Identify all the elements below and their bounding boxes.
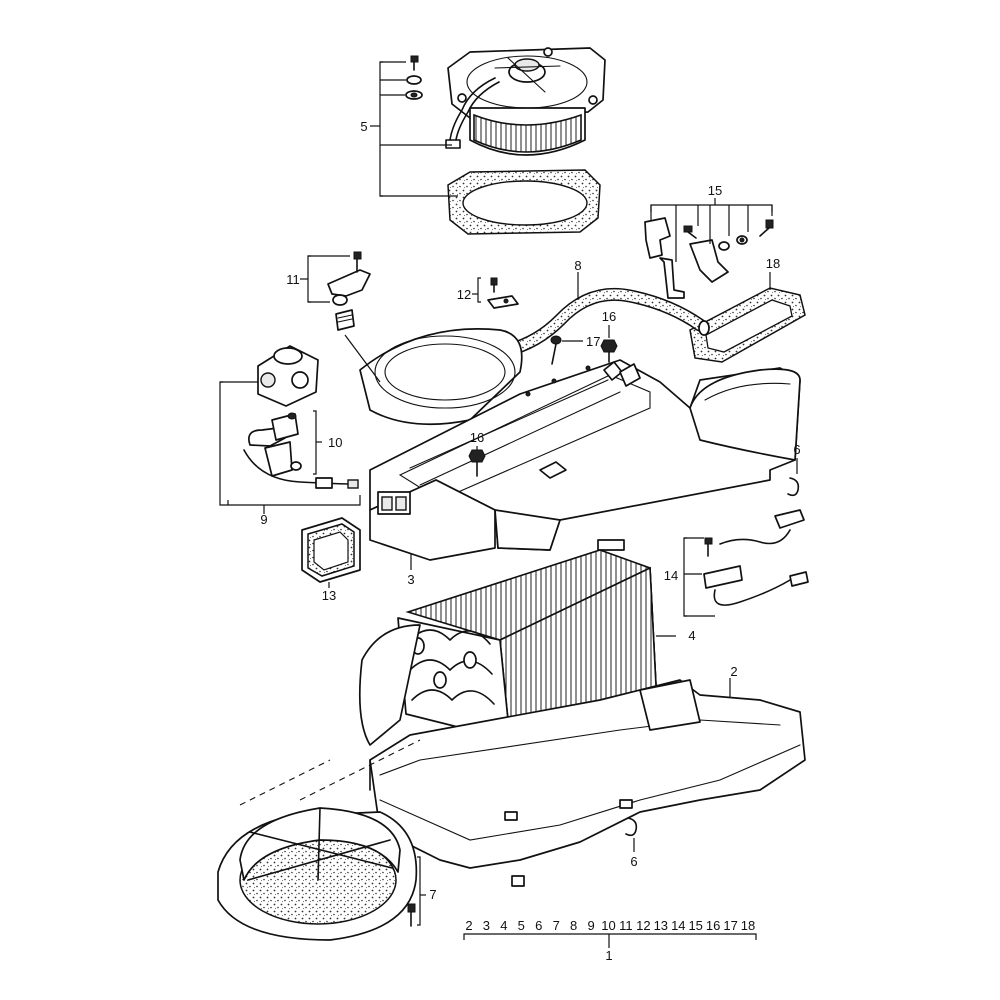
assembly-item: 16 [706,918,720,933]
callout-9: 9 [260,512,267,527]
assembly-item: 12 [636,918,650,933]
callout-18: 18 [766,256,780,271]
assembly-item: 5 [518,918,525,933]
assembly-item: 8 [570,918,577,933]
filter-block [301,517,361,583]
assembly-list: 2 3 4 5 6 7 8 9 10 11 12 13 14 15 16 17 … [463,918,757,948]
blower-gasket [447,169,601,235]
assembly-item: 14 [671,918,685,933]
sensor-clip [487,277,519,309]
blower-motor-assembly [445,47,606,156]
assembly-item: 4 [500,918,507,933]
callout-16-lower: 16 [470,430,484,445]
callout-7: 7 [429,887,436,902]
screw-16-upper [600,339,618,363]
callout-13: 13 [322,588,336,603]
assembly-item: 3 [483,918,490,933]
callout-6-lower: 6 [630,854,637,869]
callout-17: 17 [586,334,600,349]
callout-10: 10 [328,435,342,450]
blower-fasteners [405,55,423,100]
callout-1: 1 [605,948,612,963]
callout-4: 4 [688,628,695,643]
callout-labels: 1 2 3 4 5 6 6 7 8 9 10 11 12 13 14 15 16… [260,119,800,963]
callout-2: 2 [730,664,737,679]
callout-6-upper: 6 [793,442,800,457]
assembly-item: 7 [553,918,560,933]
upper-housing [359,328,801,561]
callout-8: 8 [574,258,581,273]
assembly-item: 2 [465,918,472,933]
clip-upper [787,477,800,497]
assembly-item: 13 [654,918,668,933]
assembly-item: 17 [723,918,737,933]
temperature-sensor [703,509,809,606]
bracket-set [644,217,774,299]
callout-15: 15 [708,183,722,198]
assembly-item: 9 [587,918,594,933]
callout-3: 3 [407,572,414,587]
clip-lower [625,817,638,837]
screw-17 [550,335,562,365]
control-valve [243,345,359,489]
lower-housing [358,624,806,887]
assembly-item: 10 [601,918,615,933]
callout-16-upper: 16 [602,309,616,324]
callout-12: 12 [457,287,471,302]
callout-5: 5 [360,119,367,134]
actuator-bracket [327,251,371,331]
assembly-item: 11 [619,918,633,933]
air-filter-cover [217,807,418,941]
callout-11: 11 [286,272,300,287]
assembly-item: 6 [535,918,542,933]
assembly-item: 18 [741,918,755,933]
assembly-item: 15 [688,918,702,933]
callout-14: 14 [664,568,678,583]
screw-16-lower [468,449,486,477]
